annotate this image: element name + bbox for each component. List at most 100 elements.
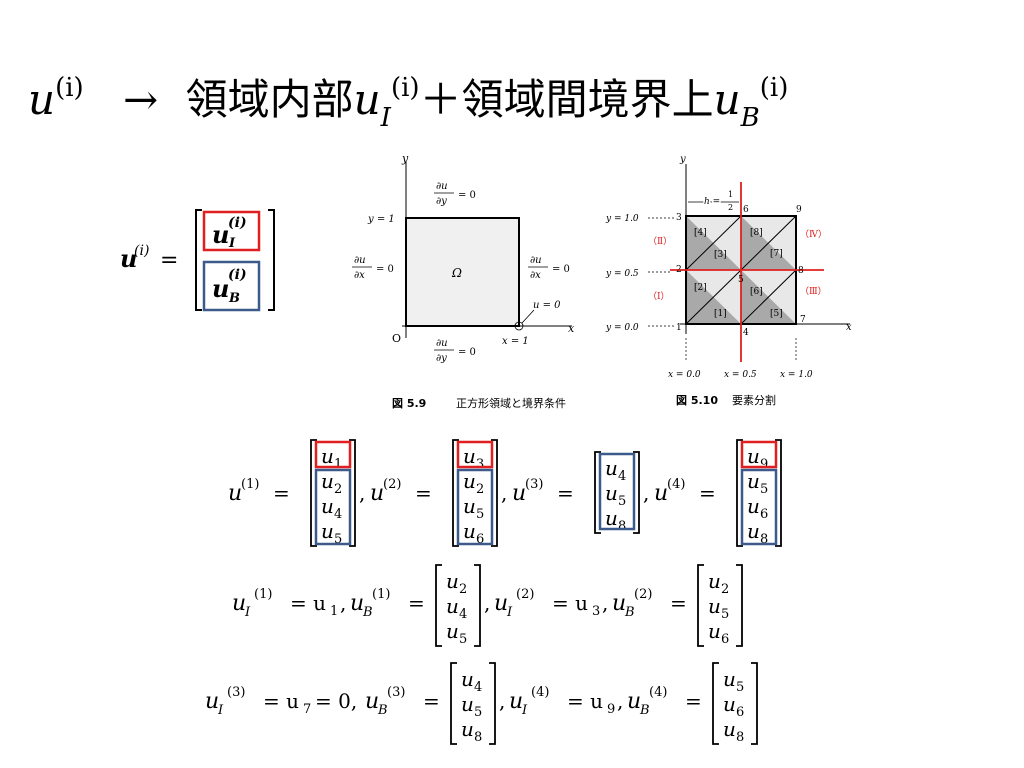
vector-entry-index: 5 [736,680,744,695]
uB4-entry: u [723,717,736,741]
svg-text:O: O [392,332,401,345]
vector-entry-index: 4 [618,469,626,484]
equation: = 0, [315,689,357,713]
vector-1-entry: u [321,469,334,493]
interior-box [202,210,261,252]
equals: = [685,689,702,713]
var-sub: I [506,605,513,620]
matrix-bracket [633,451,640,534]
svg-text:y = 0.0: y = 0.0 [605,323,639,333]
svg-text:2: 2 [728,203,733,212]
uB2-entry: u [708,569,721,593]
vector-3-entry: u [605,506,618,530]
domain-square [405,217,520,327]
boundary-box [314,468,352,546]
svg-text:x = 1.0: x = 1.0 [780,370,813,380]
var-sub: B [362,605,373,620]
svg-text:∂y: ∂y [436,196,447,207]
svg-text:3: 3 [676,213,682,223]
matrix-bracket [310,439,317,547]
svg-text:= 0: = 0 [458,347,476,358]
uB3-entry: u [461,717,474,741]
svg-text:[1]: [1] [714,309,727,319]
svg-text:（Ⅳ）: （Ⅳ） [800,229,827,240]
svg-text:[7]: [7] [770,249,783,259]
svg-text:∂u: ∂u [436,181,448,192]
svg-text:∂u: ∂u [436,338,448,349]
interior-box [314,440,352,469]
svg-text:y = 1.0: y = 1.0 [605,214,639,224]
uB1-entry: u [446,594,459,618]
comma: , [617,689,623,713]
svg-text:y = 1: y = 1 [367,214,395,225]
vector-entry-index: 2 [459,582,467,597]
vector-entry-index: 5 [721,607,729,622]
figure-5-9: y x O y = 1 x = 1 Ω ∂u ∂y = 0 ∂u ∂x = 0 … [352,152,575,410]
svg-text:I: I [228,236,236,251]
var-sup: (4) [531,685,549,700]
vector-1-entry: u [321,519,334,543]
vector-lhs-sup: (2) [383,477,401,492]
svg-text:(i): (i) [228,215,247,231]
svg-text:x: x [846,322,852,333]
svg-text:[6]: [6] [750,287,763,297]
equals: = [415,481,432,505]
svg-text:∂x: ∂x [530,270,541,281]
matrix-bracket [751,662,758,745]
svg-text:正方形領域と境界条件: 正方形領域と境界条件 [456,396,566,410]
svg-text:[8]: [8] [750,228,763,238]
svg-text:[2]: [2] [694,283,707,293]
svg-text:x = 0.5: x = 0.5 [724,370,757,380]
page-title: u(i) → 領域内部uI(i)＋領域間境界上uB(i) [28,73,789,133]
var-sub: 3 [592,604,600,619]
var-sup: (3) [227,685,245,700]
vector-entry-index: 8 [474,730,482,745]
vector-entry-index: 5 [459,632,467,647]
vector-entry-index: 4 [474,680,482,695]
equals: = [408,591,425,615]
var-u: u [365,689,379,714]
vector-definition: u (i) = u I (i) u B (i) [120,209,275,312]
svg-text:図 5.9: 図 5.9 [392,396,426,410]
vector-4-entry: u [747,519,760,543]
equals: = [423,689,440,713]
vector-lhs-sup: (4) [667,477,685,492]
matrix-bracket [736,564,743,647]
matrix-bracket [775,439,782,547]
svg-text:2: 2 [676,265,682,275]
vector-3-entry: u [605,481,618,505]
svg-text:x = 0.0: x = 0.0 [668,370,701,380]
vector-entry-index: 2 [334,482,342,497]
var-u: u [627,689,641,714]
vector-2-entry: u [463,444,476,468]
matrix-bracket [594,451,601,534]
boundary-box [598,452,636,531]
svg-text:7: 7 [800,315,806,325]
vector-4-entry: u [747,444,760,468]
var-u: u [612,591,626,616]
equals: = [670,591,687,615]
svg-text:= 0: = 0 [552,264,570,275]
comma: , [643,481,649,505]
svg-text:[4]: [4] [694,228,707,238]
svg-text:6: 6 [743,205,749,215]
var-sub: I [521,703,528,718]
svg-text:u: u [212,220,229,249]
svg-text:∂u: ∂u [354,255,366,266]
svg-text:Ω: Ω [451,266,462,280]
svg-text:y: y [679,154,686,165]
vector-entry-index: 2 [476,482,484,497]
vector-entry-index: 9 [760,457,768,472]
matrix-bracket [491,439,498,547]
svg-text:（Ⅰ）: （Ⅰ） [648,291,670,302]
var-sub: B [639,703,650,718]
var-sup: (2) [634,587,652,602]
vector-entry-index: 3 [476,457,484,472]
vector-1-entry: u [321,494,334,518]
var-sup: (3) [387,685,405,700]
svg-text:u = 0: u = 0 [533,300,561,311]
vector-3-entry: u [605,456,618,480]
vector-entry-index: 6 [760,507,768,522]
var-sub: I [244,605,251,620]
